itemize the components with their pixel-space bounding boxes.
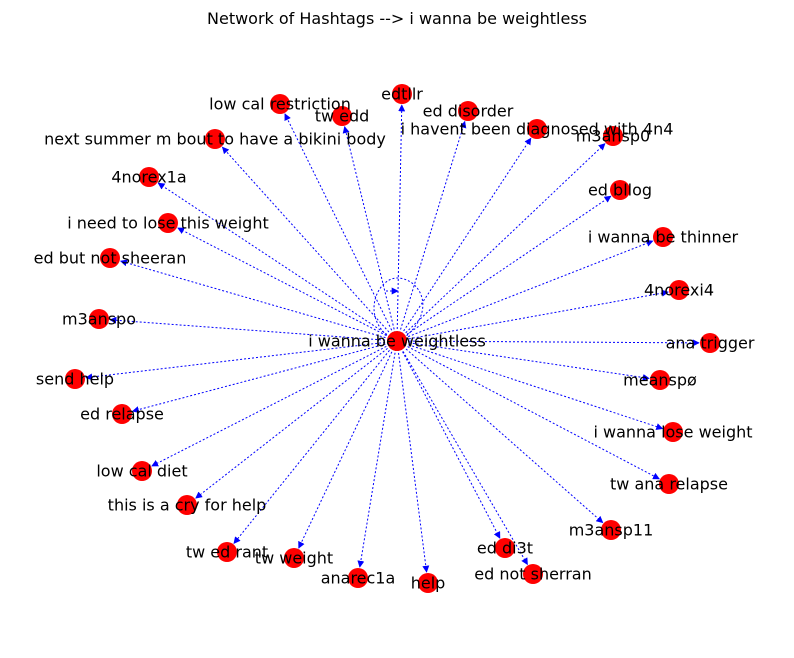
edge-ed-not-sherran — [396, 340, 528, 566]
edge-anarec1a — [357, 340, 398, 568]
node-i-havent-been-diagnosed-with-4n4 — [527, 119, 547, 139]
edge-tw-ed-rant — [233, 340, 398, 544]
node-label-send-help: send help — [36, 370, 114, 389]
node-i-need-to-lose-this-weight — [158, 213, 178, 233]
node-label-ed-relapse: ed relapse — [80, 405, 164, 424]
node-label-ana-trigger: ana trigger — [666, 334, 755, 353]
node-label-m3anspo: m3anspo — [62, 310, 136, 329]
node-label-tw-ana-relapse: tw ana relapse — [610, 475, 728, 494]
edge-ed-disorder — [396, 120, 467, 342]
edge-m3ansp11 — [396, 340, 604, 524]
node-tw-edd — [332, 106, 352, 126]
figure-title: Network of Hashtags --> i wanna be weigh… — [207, 9, 587, 28]
node-label-m3ansp11: m3ansp11 — [569, 521, 654, 540]
edge-meansp — [396, 340, 650, 381]
node-m3ansp0 — [603, 126, 623, 146]
node-label-ed-but-not-sheeran: ed but not sheeran — [34, 249, 187, 268]
node-label-center: i wanna be weightless — [308, 332, 486, 351]
edge-i-wanna-be-thinner — [396, 240, 654, 342]
node-4norexi4 — [669, 280, 689, 300]
node-ed-relapse — [112, 404, 132, 424]
edge-m3ansp0 — [396, 143, 606, 342]
node-i-wanna-be-thinner — [653, 227, 673, 247]
node-label-tw-weight: tw weight — [255, 549, 333, 568]
node-label-low-cal-diet: low cal diet — [96, 462, 187, 481]
edge-4norexi4 — [396, 289, 669, 342]
edge-ed-relapse — [131, 340, 398, 413]
edge-i-wanna-lose-weight — [396, 340, 664, 430]
node-ed-disorder — [458, 101, 478, 121]
self-loop-edge — [373, 277, 424, 339]
node-label-ed-not-sherran: ed not sherran — [474, 565, 592, 584]
node-ed-but-not-sheeran — [100, 248, 120, 268]
node-send-help — [65, 369, 85, 389]
node-next-summer-m-bout-to-have-a-bikini-body — [205, 129, 225, 149]
node-label-meansp: meanspø — [623, 371, 697, 390]
edge-send-help — [85, 340, 398, 381]
node-meansp — [650, 370, 670, 390]
node-help — [418, 573, 438, 593]
label-layer: edtllr tw edd ed disorder low cal restricti… — [34, 85, 755, 593]
node-label-4norex1a: 4norex1a — [111, 168, 186, 187]
node-ed-di3t — [495, 538, 515, 558]
node-i-wanna-lose-weight — [663, 422, 683, 442]
node-label-anarec1a: anarec1a — [321, 569, 396, 588]
node-label-ed-disorder: ed disorder — [423, 102, 514, 121]
node-label-edtllr: edtllr — [381, 85, 423, 104]
node-low-cal-diet — [132, 461, 152, 481]
node-m3anspo — [89, 309, 109, 329]
edge-edtllr — [396, 104, 406, 342]
node-label-4norexi4: 4norexi4 — [644, 281, 714, 300]
node-label-i-havent-been-diagnosed-with-4n4: i havent been diagnosed with 4n4 — [401, 120, 674, 139]
edge-next-summer-m-bout-to-have-a-bikini-body — [221, 146, 398, 342]
edge-layer — [85, 104, 700, 573]
node-label-this-is-a-cry-for-help: this is a cry for help — [108, 496, 267, 515]
edge-ed-di3t — [396, 340, 501, 539]
edge-tw-ana-relapse — [396, 340, 660, 480]
node-label-help: help — [411, 574, 446, 593]
node-label-tw-ed-rant: tw ed rant — [186, 543, 268, 562]
node-m3ansp11 — [601, 520, 621, 540]
node-label-i-wanna-be-thinner: i wanna be thinner — [588, 228, 739, 247]
node-label-m3ansp0: m3ansp0 — [576, 127, 650, 146]
edge-low-cal-diet — [151, 340, 398, 467]
edge-4norex1a — [157, 182, 398, 342]
node-anarec1a — [348, 568, 368, 588]
node-label-i-need-to-lose-this-weight: i need to lose this weight — [67, 214, 268, 233]
node-label-tw-edd: tw edd — [315, 107, 370, 126]
edge-help — [396, 340, 430, 573]
node-low-cal-restriction — [270, 94, 290, 114]
node-ed-not-sherran — [523, 564, 543, 584]
node-label-low-cal-restriction: low cal restriction — [209, 95, 351, 114]
node-label-ed-di3t: ed di3t — [477, 539, 533, 558]
edge-i-havent-been-diagnosed-with-4n4 — [396, 137, 532, 342]
node-label-next-summer-m-bout-to-have-a-bikini-body: next summer m bout to have a bikini body — [44, 130, 386, 149]
node-center — [387, 331, 407, 351]
node-this-is-a-cry-for-help — [177, 495, 197, 515]
node-ana-trigger — [700, 333, 720, 353]
edge-i-need-to-lose-this-weight — [177, 227, 398, 342]
node-ed-bllog — [610, 180, 630, 200]
node-4norex1a — [139, 167, 159, 187]
edge-this-is-a-cry-for-help — [195, 340, 398, 499]
node-label-ed-bllog: ed bllog — [588, 181, 652, 200]
node-tw-ed-rant — [217, 542, 237, 562]
node-label-i-wanna-lose-weight: i wanna lose weight — [593, 423, 752, 442]
node-tw-ana-relapse — [659, 474, 679, 494]
node-tw-weight — [284, 548, 304, 568]
node-edtllr — [392, 84, 412, 104]
node-layer — [65, 84, 720, 593]
edge-tw-edd — [342, 126, 398, 342]
edge-ed-but-not-sheeran — [119, 259, 398, 342]
edge-ed-bllog — [396, 195, 612, 342]
